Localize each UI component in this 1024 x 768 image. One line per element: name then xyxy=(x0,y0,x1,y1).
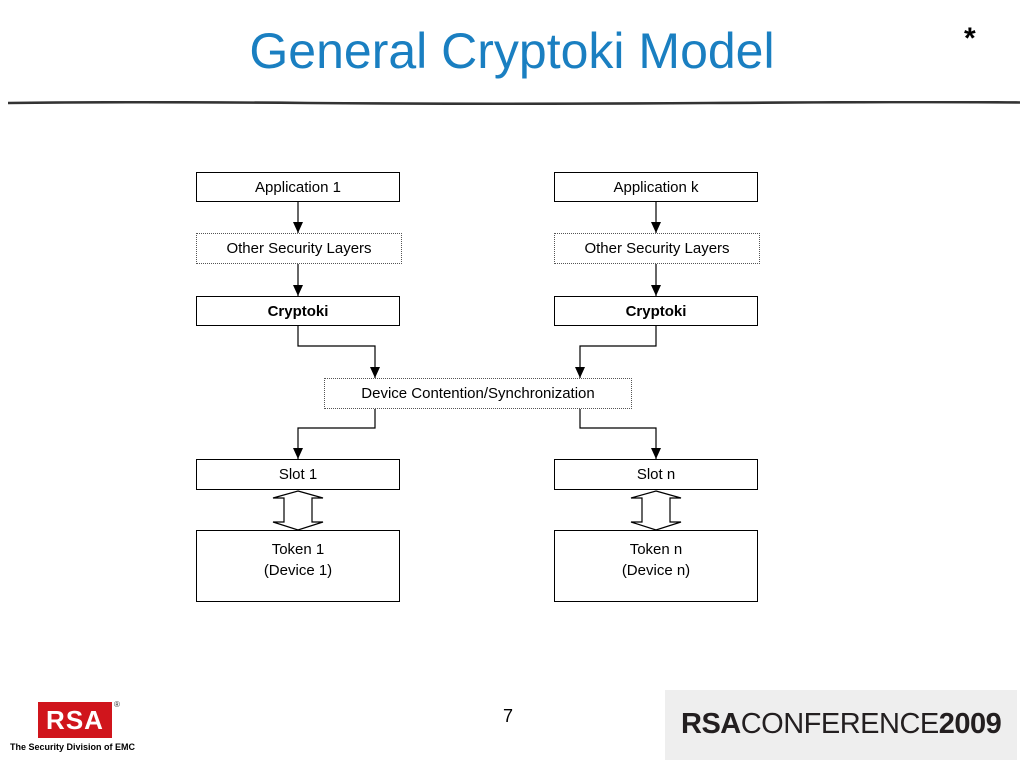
double-arrow-slot1-token1 xyxy=(272,490,324,531)
slot-n-box: Slot n xyxy=(554,459,758,490)
slot-1-label: Slot 1 xyxy=(278,466,318,483)
device-n-label: (Device n) xyxy=(621,562,691,579)
conference-logo-word: CONFERENCE xyxy=(740,708,940,740)
rsa-logo-mark: RSA xyxy=(38,702,112,738)
device-contention-label: Device Contention/Synchronization xyxy=(361,385,595,402)
security-layers-right-box: Other Security Layers xyxy=(554,233,760,264)
double-arrow-slotn-tokenn xyxy=(630,490,682,531)
cryptoki-right-label: Cryptoki xyxy=(625,302,687,320)
page-number: 7 xyxy=(503,706,514,726)
arrow-cryptoki-right-to-contention xyxy=(579,326,657,378)
conference-logo-rsa: RSA xyxy=(681,708,741,740)
arrow-contention-to-slot1 xyxy=(297,409,376,459)
rsa-conference-logo: RSACONFERENCE2009 xyxy=(681,708,1002,741)
token-1-label: Token 1 xyxy=(271,541,325,558)
device-contention-box: Device Contention/Synchronization xyxy=(324,378,632,409)
rsa-tagline: The Security Division of EMC xyxy=(10,742,136,752)
registered-mark: ® xyxy=(114,700,120,709)
cryptoki-right-box: Cryptoki xyxy=(554,296,758,326)
slot-n-label: Slot n xyxy=(636,466,676,483)
application-1-label: Application 1 xyxy=(255,178,341,196)
conference-logo-panel: RSACONFERENCE2009 xyxy=(665,690,1017,760)
slide-title: General Cryptoki Model xyxy=(249,23,775,79)
application-k-label: Application k xyxy=(613,178,699,196)
application-1-box: Application 1 xyxy=(196,172,400,202)
token-n-box: Token n (Device n) xyxy=(554,530,758,602)
token-1-box: Token 1 (Device 1) xyxy=(196,530,400,602)
application-k-box: Application k xyxy=(554,172,758,202)
cryptoki-left-box: Cryptoki xyxy=(196,296,400,326)
cryptoki-left-label: Cryptoki xyxy=(267,302,329,320)
conference-logo-year: 2009 xyxy=(938,708,1002,740)
title-divider xyxy=(8,101,1020,105)
device-1-label: (Device 1) xyxy=(263,562,333,579)
arrow-cryptoki-left-to-contention xyxy=(297,326,376,378)
rsa-emc-logo: RSA ® The Security Division of EMC xyxy=(10,700,150,760)
security-layers-right-label: Other Security Layers xyxy=(584,240,730,257)
slide-marker: * xyxy=(964,22,976,55)
slot-1-box: Slot 1 xyxy=(196,459,400,490)
arrow-contention-to-slotn xyxy=(579,409,657,459)
security-layers-left-box: Other Security Layers xyxy=(196,233,402,264)
token-n-label: Token n xyxy=(629,541,683,558)
security-layers-left-label: Other Security Layers xyxy=(226,240,372,257)
